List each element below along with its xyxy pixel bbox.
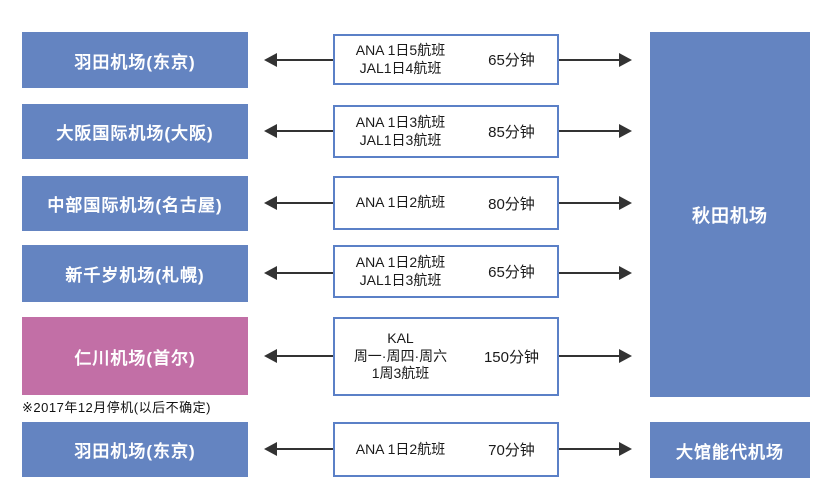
flight-info-box: ANA 1日2航班 JAL1日3航班 65分钟	[333, 245, 559, 298]
flight-count-label: ANA 1日3航班 JAL1日3航班	[355, 114, 446, 148]
airport-box-new-chitose: 新千岁机场(札幌)	[22, 245, 248, 302]
arrow-right-icon	[559, 265, 632, 281]
airport-box-akita: 秋田机场	[650, 32, 810, 397]
arrow-left-icon	[264, 195, 333, 211]
arrow-right-icon	[559, 195, 632, 211]
duration-label: 85分钟	[488, 124, 535, 141]
arrow-right-icon	[559, 348, 632, 364]
airport-box-incheon: 仁川机场(首尔)	[22, 317, 248, 395]
arrow-left-icon	[264, 52, 333, 68]
airport-box-odate-noshiro: 大馆能代机场	[650, 422, 810, 478]
flight-count-label: ANA 1日2航班 JAL1日3航班	[355, 254, 446, 288]
airport-box-chubu-international: 中部国际机场(名古屋)	[22, 176, 248, 231]
flight-info-box: ANA 1日5航班 JAL1日4航班 65分钟	[333, 34, 559, 85]
footnote-incheon-suspended: ※2017年12月停机(以后不确定)	[22, 400, 211, 415]
airport-label: 羽田机场(东京)	[74, 442, 196, 461]
airport-label: 新千岁机场(札幌)	[65, 266, 205, 285]
airport-label: 秋田机场	[692, 205, 768, 226]
flight-count-label: ANA 1日5航班 JAL1日4航班	[355, 42, 446, 76]
arrow-left-icon	[264, 123, 333, 139]
flight-count-label: ANA 1日2航班	[355, 440, 446, 457]
duration-label: 150分钟	[483, 349, 539, 366]
arrow-left-icon	[264, 441, 333, 457]
flight-count-label: KAL 周一·周四·周六 1周3航班	[353, 330, 448, 382]
airport-label: 大馆能代机场	[676, 442, 784, 462]
arrow-right-icon	[559, 123, 632, 139]
flight-info-box: ANA 1日2航班 80分钟	[333, 176, 559, 230]
arrow-left-icon	[264, 348, 333, 364]
arrow-right-icon	[559, 441, 632, 457]
flight-info-box: ANA 1日3航班 JAL1日3航班 85分钟	[333, 105, 559, 158]
flight-info-box: KAL 周一·周四·周六 1周3航班 150分钟	[333, 317, 559, 396]
flight-count-label: ANA 1日2航班	[355, 194, 446, 211]
airport-label: 中部国际机场(名古屋)	[47, 196, 223, 215]
airport-label: 大阪国际机场(大阪)	[56, 124, 214, 143]
airport-box-haneda-tokyo-2: 羽田机场(东京)	[22, 422, 248, 477]
duration-label: 80分钟	[488, 195, 535, 213]
airport-box-osaka-international: 大阪国际机场(大阪)	[22, 104, 248, 159]
airport-label: 羽田机场(东京)	[74, 52, 196, 72]
arrow-left-icon	[264, 265, 333, 281]
flight-info-box: ANA 1日2航班 70分钟	[333, 422, 559, 477]
duration-label: 65分钟	[488, 264, 535, 281]
duration-label: 65分钟	[488, 52, 535, 69]
arrow-right-icon	[559, 52, 632, 68]
airport-label: 仁川机场(首尔)	[74, 348, 196, 368]
airport-box-haneda-tokyo: 羽田机场(东京)	[22, 32, 248, 88]
duration-label: 70分钟	[488, 442, 535, 459]
